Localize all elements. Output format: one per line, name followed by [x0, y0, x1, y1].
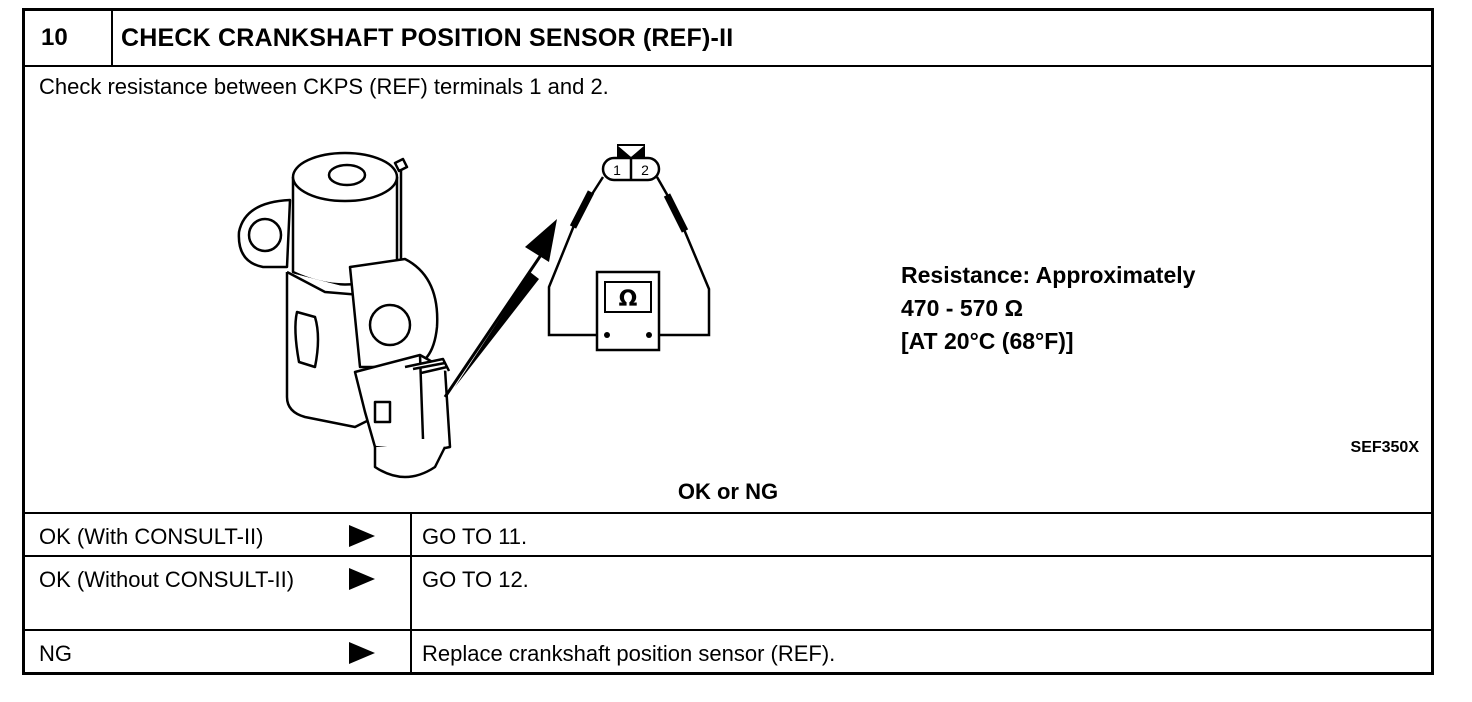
- right-triangle-arrow-icon: [349, 568, 375, 590]
- resistance-check-diagram: 1 2 Ω: [237, 144, 711, 479]
- column-divider: [410, 631, 412, 672]
- probe-leads: [547, 176, 711, 337]
- resistance-spec: Resistance: Approximately 470 - 570 Ω [A…: [901, 259, 1195, 358]
- result-action: Replace crankshaft position sensor (REF)…: [422, 641, 836, 666]
- result-condition: OK (Without CONSULT-II): [39, 567, 295, 592]
- ohmmeter-icon: Ω: [595, 270, 661, 352]
- result-row-ok-with-consult: OK (With CONSULT-II) GO TO 11.: [25, 514, 1431, 557]
- column-divider: [410, 557, 412, 629]
- step-number: 10: [25, 11, 113, 65]
- crankshaft-sensor-illustration: [237, 151, 452, 479]
- result-row-ng: NG Replace crankshaft position sensor (R…: [25, 631, 1431, 672]
- check-area: Check resistance between CKPS (REF) term…: [25, 67, 1431, 514]
- ohm-symbol: Ω: [619, 287, 638, 312]
- terminal-1-label: 1: [613, 162, 621, 178]
- result-action: GO TO 11.: [422, 524, 528, 549]
- procedure-table: 10 CHECK CRANKSHAFT POSITION SENSOR (REF…: [22, 8, 1434, 675]
- figure-code: SEF350X: [1350, 439, 1419, 456]
- result-action: GO TO 12.: [422, 567, 529, 592]
- spec-line-2: 470 - 570 Ω: [901, 295, 1024, 321]
- spec-line-1: Resistance: Approximately: [901, 262, 1196, 288]
- check-instruction: Check resistance between CKPS (REF) term…: [39, 74, 609, 99]
- pointer-arrow: [443, 219, 557, 398]
- terminal-2-label: 2: [641, 162, 649, 178]
- result-condition: OK (With CONSULT-II): [39, 524, 264, 549]
- step-header: 10 CHECK CRANKSHAFT POSITION SENSOR (REF…: [25, 11, 1431, 67]
- column-divider: [410, 514, 412, 555]
- right-triangle-arrow-icon: [349, 642, 375, 664]
- connector-icon: 1 2: [601, 144, 661, 182]
- spec-line-3: [AT 20°C (68°F)]: [901, 328, 1074, 354]
- result-condition: NG: [39, 641, 72, 666]
- result-row-ok-without-consult: OK (Without CONSULT-II) GO TO 12.: [25, 557, 1431, 631]
- step-title: CHECK CRANKSHAFT POSITION SENSOR (REF)-I…: [121, 24, 734, 52]
- right-triangle-arrow-icon: [349, 525, 375, 547]
- verdict-prompt: OK or NG: [677, 479, 779, 504]
